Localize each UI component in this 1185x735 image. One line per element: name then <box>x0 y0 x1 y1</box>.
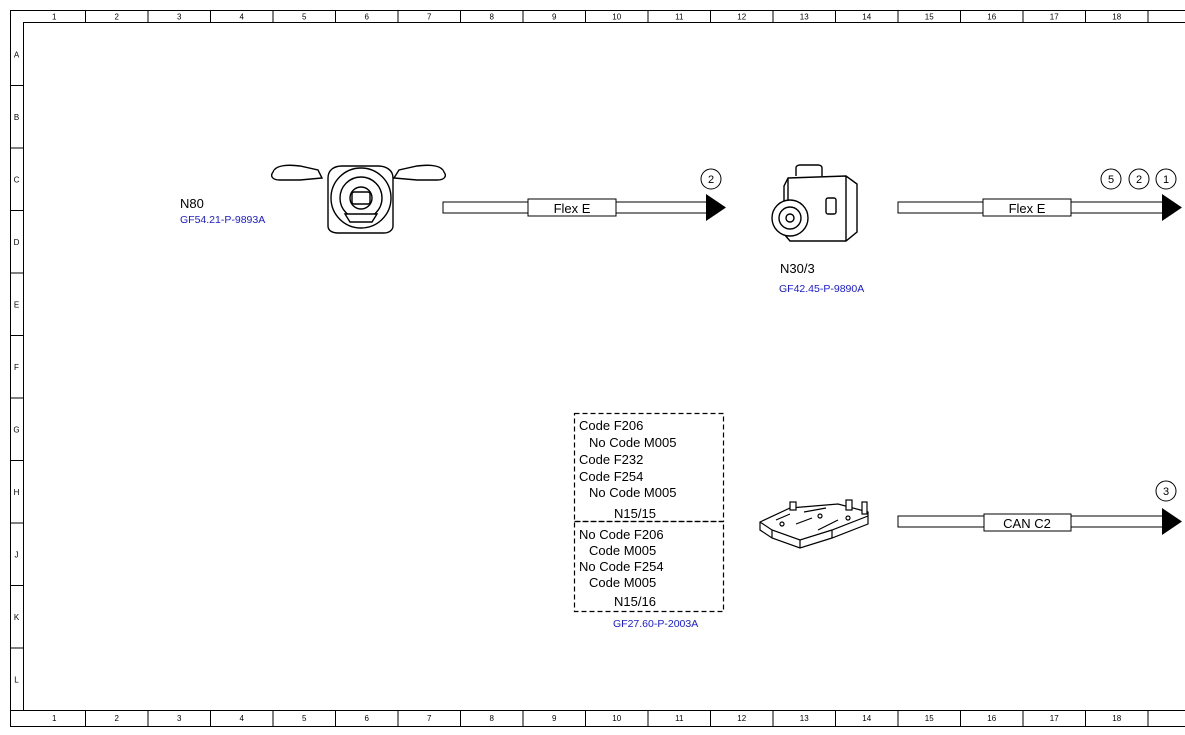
connection-mark-circle <box>1155 480 1177 502</box>
code-line: No Code F206 <box>579 527 664 542</box>
column-number: 14 <box>862 13 871 22</box>
column-number: 15 <box>925 714 934 723</box>
bus-label: Flex E <box>1009 201 1046 216</box>
column-number: 1 <box>52 714 57 723</box>
column-number: 17 <box>1050 13 1059 22</box>
code-line: No Code F254 <box>579 559 664 574</box>
row-letter: C <box>14 175 20 184</box>
column-number: 16 <box>987 714 996 723</box>
column-number: 13 <box>800 714 809 723</box>
column-number: 7 <box>427 13 432 22</box>
bus-label: CAN C2 <box>1003 516 1051 531</box>
connection-mark: 1 <box>1163 174 1169 186</box>
column-number: 10 <box>612 714 621 723</box>
row-ruler-left: A B C D E F G H J K L <box>10 50 24 711</box>
column-number: 8 <box>490 13 495 22</box>
column-number: 6 <box>365 13 370 22</box>
transmission-control-unit-icon[interactable] <box>759 499 869 549</box>
inner-frame <box>23 22 1185 711</box>
connection-mark: 2 <box>708 174 714 186</box>
outer-frame <box>10 10 1185 727</box>
connection-mark-circle <box>1128 168 1150 190</box>
bus-flex-e-1: Flex E 2 <box>442 168 726 221</box>
arrow-head-icon <box>1162 508 1182 535</box>
column-number: 18 <box>1112 714 1121 723</box>
bus-label-box <box>982 198 1072 217</box>
column-number: 9 <box>552 714 557 723</box>
connection-mark: 2 <box>1136 174 1142 186</box>
n80-ref-link[interactable]: GF54.21-P-9893A <box>180 214 265 226</box>
column-number: 13 <box>800 13 809 22</box>
row-letter: G <box>13 425 19 434</box>
row-letter: H <box>14 488 20 497</box>
column-number: 9 <box>552 13 557 22</box>
connection-mark-circle <box>1155 168 1177 190</box>
n30-3-component[interactable]: N30/3 GF42.45-P-9890A <box>771 164 864 295</box>
connection-mark: 3 <box>1163 486 1169 498</box>
row-letter: K <box>14 613 20 622</box>
code-line: Code F232 <box>579 452 643 467</box>
row-letter: J <box>15 550 19 559</box>
column-number: 10 <box>612 13 621 22</box>
column-number: 11 <box>675 13 684 22</box>
bus-can-c2: CAN C2 3 <box>897 480 1182 535</box>
column-number: 5 <box>302 13 307 22</box>
column-number: 12 <box>737 13 746 22</box>
row-letter: A <box>14 50 20 59</box>
column-number: 15 <box>925 13 934 22</box>
esp-hydraulic-unit-icon <box>771 164 858 242</box>
column-number: 1 <box>52 13 57 22</box>
row-letter: D <box>14 238 20 247</box>
column-number: 17 <box>1050 714 1059 723</box>
column-number: 3 <box>177 13 182 22</box>
bus-label-box <box>983 513 1072 532</box>
code-condition-box: Code F206 No Code M005 Code F232 Code F2… <box>573 412 725 630</box>
steering-column-switch-icon <box>271 164 446 234</box>
n15-15-label: N15/15 <box>614 506 656 521</box>
column-number: 11 <box>675 714 684 723</box>
code-line: No Code M005 <box>589 485 676 500</box>
row-letter: F <box>14 363 19 372</box>
code-line: Code M005 <box>589 575 656 590</box>
connection-mark: 5 <box>1108 174 1114 186</box>
connection-mark-circle <box>700 168 722 190</box>
row-letter: E <box>14 300 19 309</box>
code-line: Code F254 <box>579 469 643 484</box>
n80-label: N80 <box>180 196 204 211</box>
code-line: Code F206 <box>579 418 643 433</box>
n15-16-label: N15/16 <box>614 594 656 609</box>
code-line: No Code M005 <box>589 435 676 450</box>
row-letter: B <box>14 113 19 122</box>
connection-mark-circle <box>1100 168 1122 190</box>
n80-component[interactable]: N80 GF54.21-P-9893A <box>180 164 446 234</box>
n30-3-label: N30/3 <box>780 261 815 276</box>
column-number: 4 <box>240 714 245 723</box>
column-number: 3 <box>177 714 182 723</box>
column-number: 4 <box>240 13 245 22</box>
column-number: 18 <box>1112 13 1121 22</box>
arrow-head-icon <box>1162 194 1182 221</box>
row-letter: L <box>14 675 19 684</box>
bus-flex-e-2: Flex E 5 2 1 <box>897 168 1182 221</box>
column-number: 5 <box>302 714 307 723</box>
n30-3-ref-link[interactable]: GF42.45-P-9890A <box>779 283 864 295</box>
bus-label: Flex E <box>554 201 591 216</box>
code-line: Code M005 <box>589 543 656 558</box>
column-number: 2 <box>115 714 120 723</box>
column-number: 12 <box>737 714 746 723</box>
bus-label-box <box>527 198 617 217</box>
column-number: 8 <box>490 714 495 723</box>
column-number: 14 <box>862 714 871 723</box>
code-box-lower-frame <box>573 520 725 613</box>
n15-ref-link[interactable]: GF27.60-P-2003A <box>613 618 698 630</box>
column-number: 6 <box>365 714 370 723</box>
arrow-head-icon <box>706 194 726 221</box>
column-number: 2 <box>115 13 120 22</box>
column-number: 16 <box>987 13 996 22</box>
column-number: 7 <box>427 714 432 723</box>
